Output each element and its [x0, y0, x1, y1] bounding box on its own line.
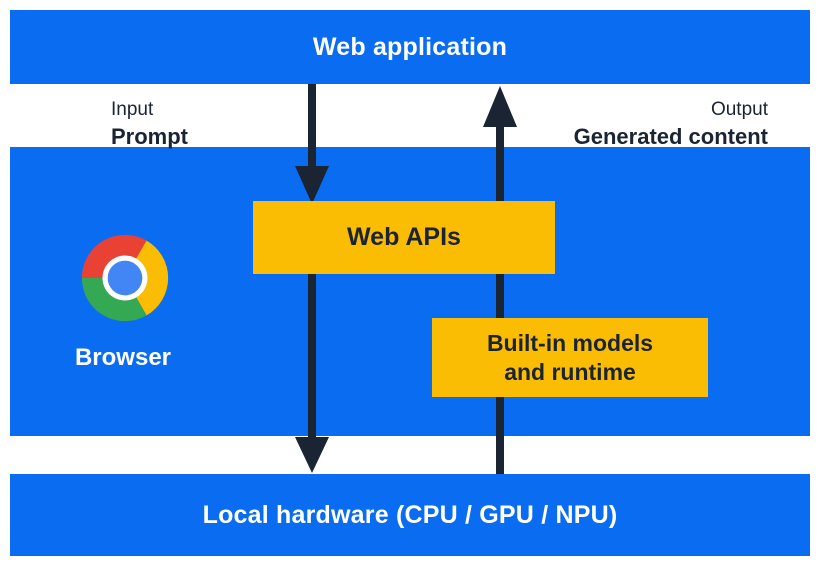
builtin-models-label-line2: and runtime: [504, 358, 636, 385]
web-apis-label: Web APIs: [347, 223, 461, 251]
chrome-logo-icon: [81, 234, 169, 322]
builtin-models-box: Built-in models and runtime: [432, 318, 708, 397]
chrome-logo-blue-center: [107, 260, 143, 296]
web-apis-box: Web APIs: [253, 201, 555, 274]
output-value-generated-content: Generated content: [573, 123, 768, 149]
input-label-group: Input Prompt: [111, 99, 188, 150]
web-application-label: Web application: [312, 32, 508, 61]
browser-label: Browser: [74, 344, 172, 371]
input-value-prompt: Prompt: [111, 123, 188, 149]
input-caption: Input: [111, 99, 154, 120]
builtin-models-label-line1: Built-in models: [486, 329, 654, 356]
output-label-group: Output Generated content: [574, 99, 768, 150]
web-application-bar: Web application: [10, 10, 810, 84]
local-hardware-bar: Local hardware (CPU / GPU / NPU): [10, 474, 810, 556]
local-hardware-label: Local hardware (CPU / GPU / NPU): [202, 500, 618, 529]
output-caption: Output: [710, 99, 768, 120]
